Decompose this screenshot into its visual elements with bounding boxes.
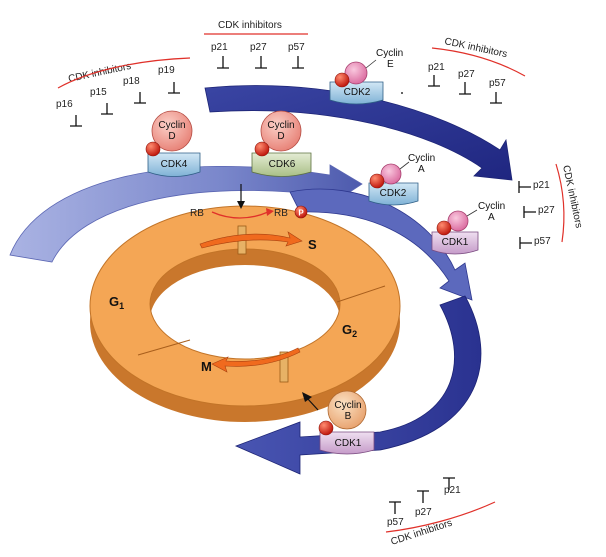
inhibitor-label: p57 [534,236,551,247]
inhibitor-label: p16 [56,99,73,110]
cell-cycle-ring [89,205,401,422]
cdk1-label: CDK1 [335,438,362,449]
phase-m-label: M [201,359,212,374]
cyclin-a-label: Cyclin [478,201,505,212]
cdk-inhibitors-heading: CDK inhibitors [218,20,282,31]
inhibitor-label: p57 [288,42,305,53]
cyclin-d-letter: D [168,131,175,142]
cdk4-label: CDK4 [161,159,188,170]
cyclin-b-letter: B [345,411,352,422]
cyclin-d-letter: D [277,131,284,142]
cdk1-label: CDK1 [442,237,469,248]
rb-phosphorylated-label: RB [274,208,288,219]
inhibitor-label: p21 [533,180,550,191]
inhibitor-label: p27 [538,205,555,216]
m-phase-progress-arrow [234,295,482,475]
inhibitor-group-right: CDK inhibitors p21 p27 p57 [518,163,584,249]
cyclin-e-cdk2-complex: Cyclin E CDK2 [329,48,403,105]
cyclin-d-cdk6-complex: Cyclin D CDK6 [251,110,312,177]
inhibitor-label: p21 [444,485,461,496]
phosphate-mark: P [298,209,304,218]
cdk2-label: CDK2 [344,87,371,98]
cyclin-e-label: Cyclin [376,48,403,59]
inhibitor-label: p21 [428,62,445,73]
phase-g1-label: G1 [109,294,124,311]
inhibitor-label: p27 [458,69,475,80]
inhibitor-group-bottom: p57 p27 p21 CDK inhibitors [385,477,496,548]
inhibitor-label: p57 [387,517,404,528]
rb-phosphorylation: RB RB P [190,184,308,219]
phase-s-label: S [308,237,317,252]
cyclin-a-letter: A [418,164,425,175]
cyclin-b-cdk1-complex: Cyclin B CDK1 [318,390,375,455]
cdk6-label: CDK6 [269,159,296,170]
cyclin-d-cdk4-complex: Cyclin D CDK4 [145,110,201,177]
cyclin-a-cdk1-complex: Cyclin A CDK1 [431,201,505,255]
inhibitor-label: p19 [158,65,175,76]
rb-label: RB [190,208,204,219]
inhibitor-label: p21 [211,42,228,53]
inhibitor-group-top: CDK inhibitors p21 p27 p57 [204,20,308,69]
inhibitor-label: p27 [415,507,432,518]
inhibitor-group-top-right: CDK inhibitors p21 p27 p57 [428,36,526,104]
cyclin-a-cdk2-complex: Cyclin A CDK2 [368,153,435,206]
cyclin-a-letter: A [488,212,495,223]
cyclin-b-label: Cyclin [334,400,361,411]
phosphate-icon [294,205,308,219]
cyclin-a-label: Cyclin [408,153,435,164]
inhibitor-label: p57 [489,78,506,89]
inhibitor-label: p15 [90,87,107,98]
inhibitor-label: p27 [250,42,267,53]
g1-progress-arrow [9,164,363,263]
cyclin-d-label: Cyclin [158,120,185,131]
phase-g2-label: G2 [342,322,357,339]
cyclin-e-letter: E [387,59,394,70]
cyclin-d-label: Cyclin [267,120,294,131]
cdk2-label: CDK2 [380,188,407,199]
inhibitor-label: p18 [123,76,140,87]
